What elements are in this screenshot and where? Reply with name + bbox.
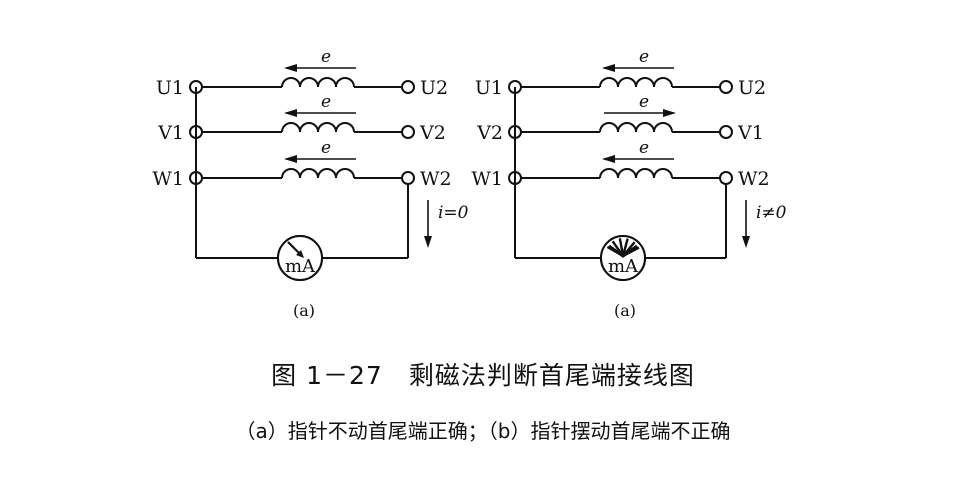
meter-needle	[621, 238, 629, 257]
subfigure-label: (a)	[293, 301, 315, 320]
meter-needle	[618, 238, 625, 257]
terminal-label-left: W1	[152, 168, 184, 190]
terminal-label-right: U2	[738, 77, 766, 99]
milliammeter-face	[277, 235, 323, 281]
emf-label: e	[639, 138, 649, 158]
current-arrow-head	[742, 236, 750, 248]
terminal-label-right: V2	[419, 122, 446, 144]
winding-coil	[599, 122, 673, 133]
winding-coil	[281, 122, 355, 133]
terminal	[401, 171, 415, 185]
terminal	[719, 80, 733, 94]
current-label: i≠0	[756, 203, 787, 223]
emf-arrow-head-left	[284, 64, 297, 72]
emf-label: e	[639, 92, 649, 112]
emf-arrow-head-right	[663, 109, 676, 117]
terminal-label-left: U1	[475, 77, 503, 99]
emf-arrow-head-left	[284, 109, 297, 117]
terminal	[719, 125, 733, 139]
emf-arrow-head-left	[602, 64, 615, 72]
terminal-label-left: V2	[476, 122, 503, 144]
subfigure-label: (a)	[614, 301, 636, 320]
emf-arrow-head-left	[602, 155, 615, 163]
emf-label: e	[321, 47, 331, 67]
emf-label: e	[321, 92, 331, 112]
winding-coil	[281, 77, 355, 88]
terminal-label-left: U1	[156, 77, 184, 99]
terminal-label-right: W2	[420, 168, 452, 190]
figure-subtitle: （a）指针不动首尾端正确；（b）指针摆动首尾端不正确	[235, 419, 731, 443]
winding-coil	[599, 168, 673, 179]
terminal-label-right: W2	[738, 168, 770, 190]
terminal-label-left: V1	[157, 122, 184, 144]
emf-label: e	[639, 47, 649, 67]
terminal	[401, 125, 415, 139]
figure-title: 图 1－27 剩磁法判断首尾端接线图	[271, 361, 695, 390]
emf-label: e	[321, 138, 331, 158]
terminal-label-right: U2	[420, 77, 448, 99]
current-label: i=0	[438, 203, 469, 223]
terminal	[719, 171, 733, 185]
terminal-label-right: V1	[737, 122, 764, 144]
terminal-label-left: W1	[471, 168, 503, 190]
meter-needle-blur	[608, 244, 638, 258]
meter-label: mA	[285, 256, 316, 277]
winding-coil	[599, 77, 673, 88]
meter-needle-tip	[296, 250, 304, 258]
winding-coil	[281, 168, 355, 179]
emf-arrow-head-left	[284, 155, 297, 163]
meter-label: mA	[608, 256, 639, 277]
terminal	[401, 80, 415, 94]
current-arrow-head	[424, 236, 432, 248]
